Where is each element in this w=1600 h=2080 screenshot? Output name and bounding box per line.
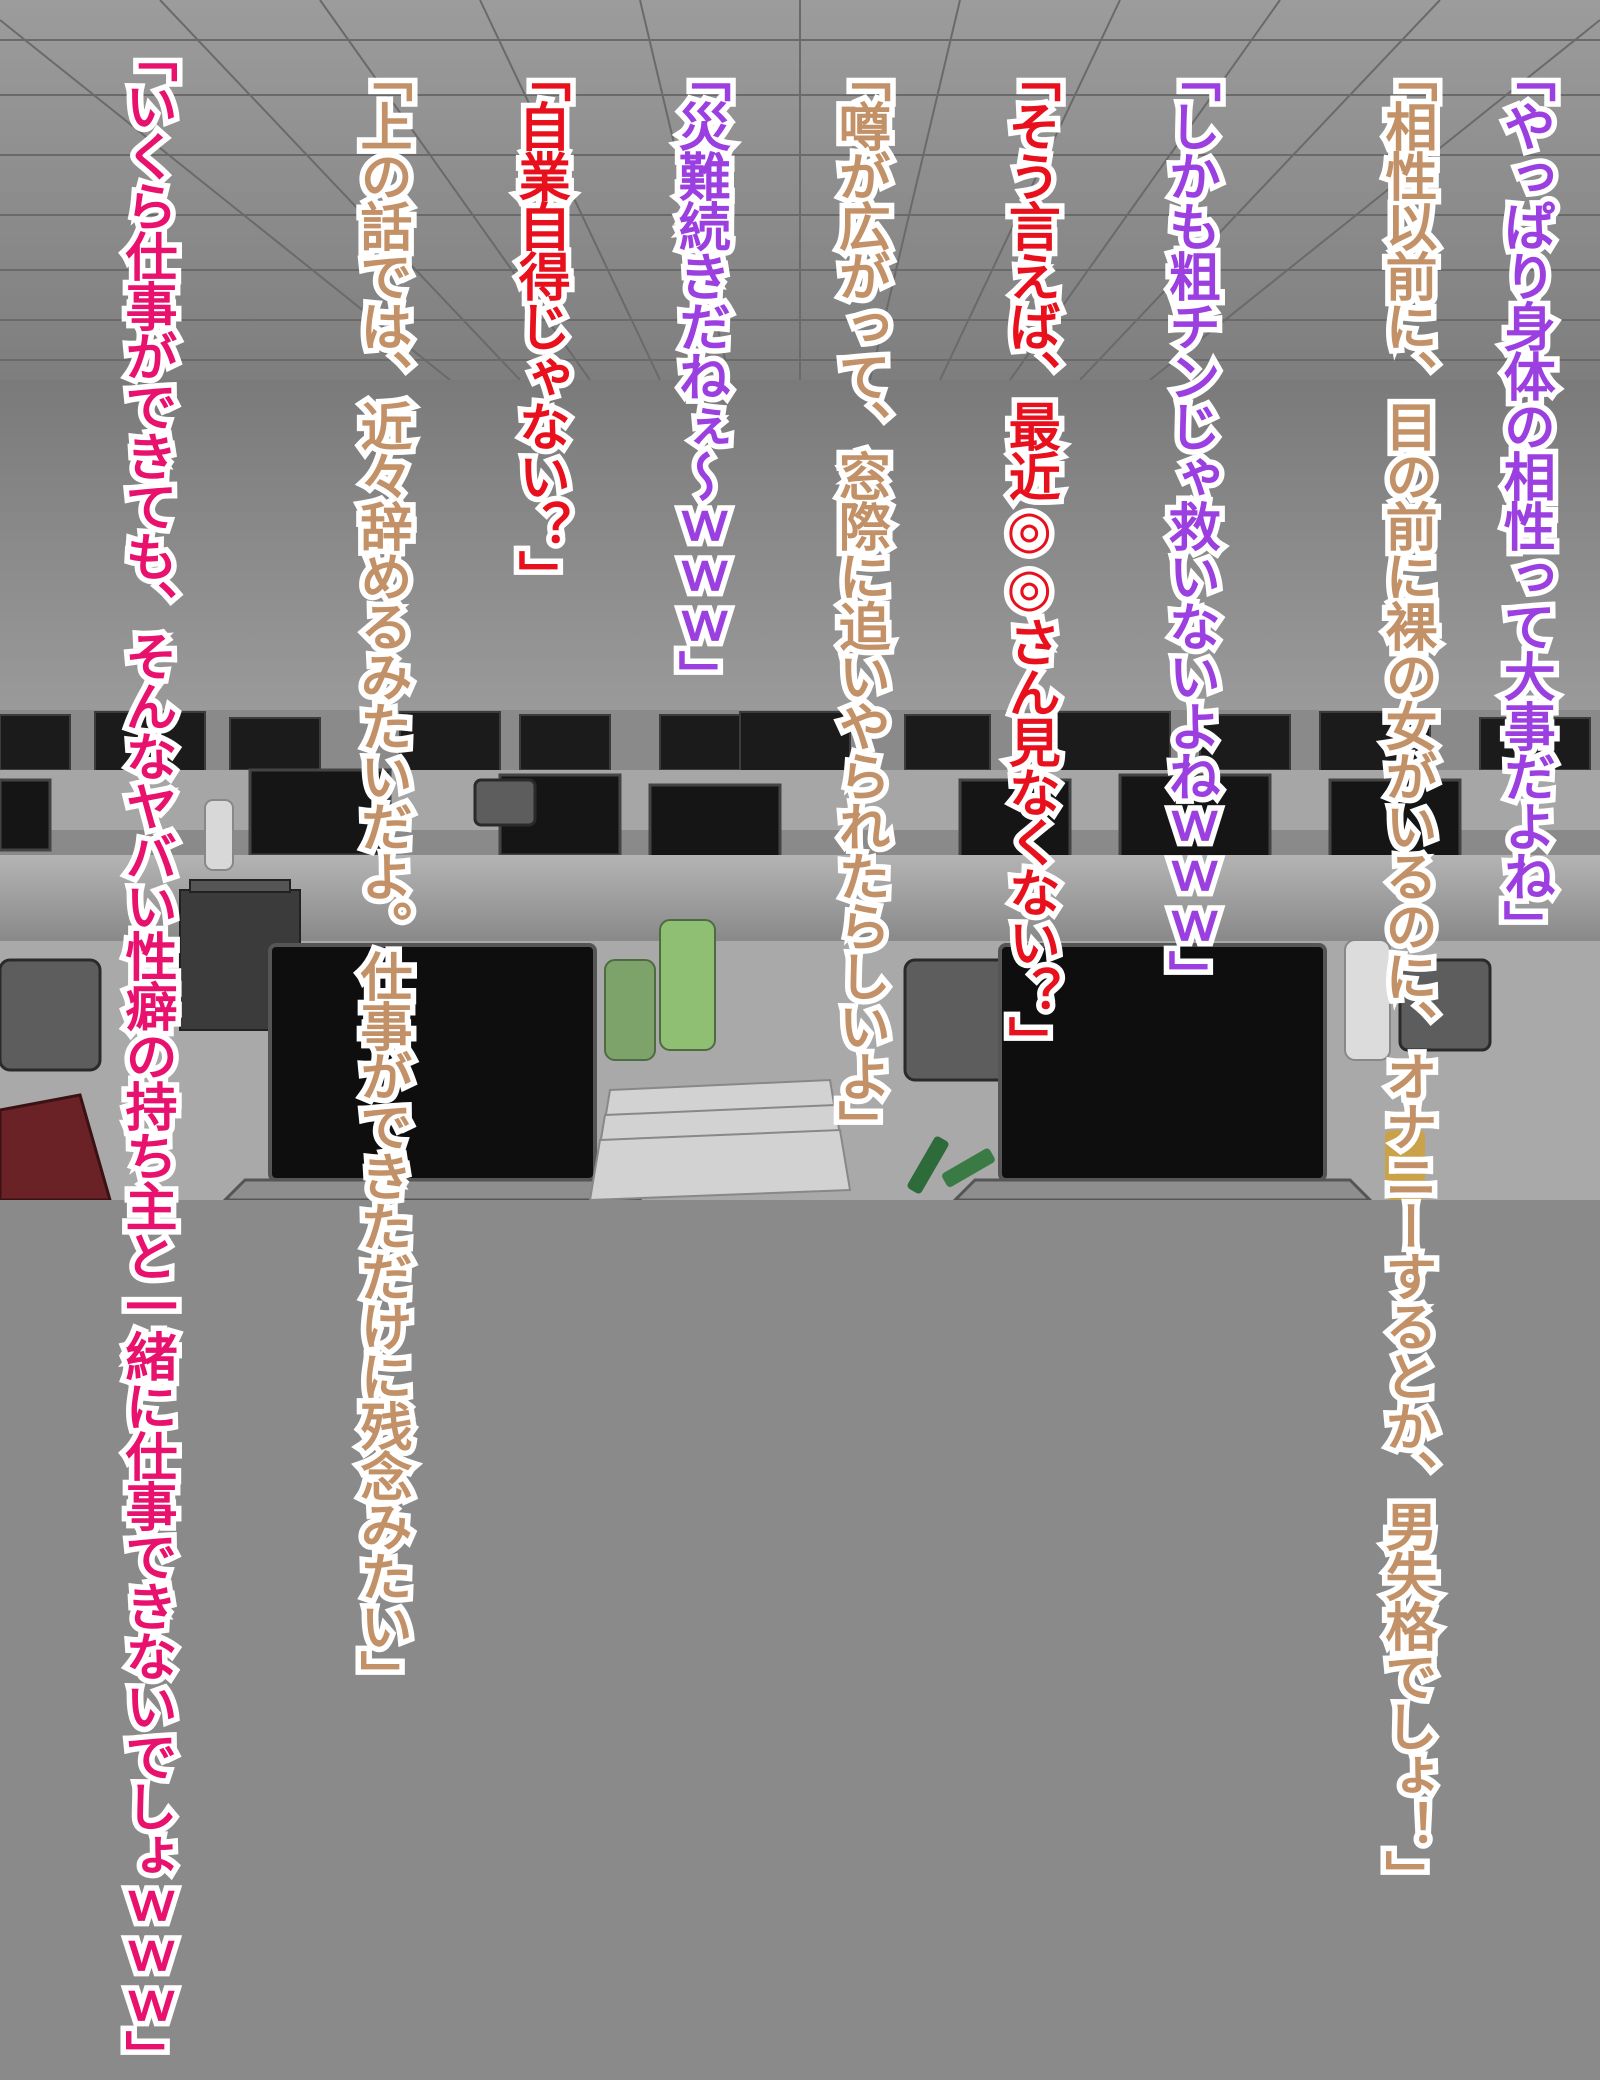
back-wall bbox=[0, 380, 1600, 710]
far-monitors bbox=[0, 711, 1591, 773]
markers bbox=[907, 1130, 1425, 1200]
speech-bubble-9: 「いくら仕事ができても、そんなヤバい性癖の持ち主と一緒に仕事できないでしょｗｗｗ… bbox=[111, 25, 182, 2080]
folder bbox=[0, 1093, 112, 1200]
speech-bubble-6: 「災難続きだねぇ～ｗｗｗ」 bbox=[664, 45, 735, 706]
speech-bubble-4: 「そう言えば、最近◎◎さん見なくない？」 bbox=[994, 45, 1065, 1072]
speech-bubble-2: 「相性以前に、目の前に裸の女がいるのに、オナニーするとか、男失格でしょ！」 bbox=[1305, 45, 1442, 1906]
laptop-left bbox=[222, 943, 643, 1200]
desk-phones bbox=[0, 778, 1492, 1082]
speech-bubble-5: 「噂が広がって、窓際に追いやられたらしいよ」 bbox=[824, 45, 895, 1156]
laptop-right bbox=[952, 943, 1373, 1200]
speech-bubble-1: 「やっぱり身体の相性って大事だよね」 bbox=[1489, 45, 1560, 956]
office-background bbox=[0, 0, 1600, 1200]
bottles bbox=[204, 799, 1391, 1061]
ceiling-grid bbox=[0, 0, 1600, 381]
paper-stack bbox=[588, 1078, 852, 1200]
speech-bubble-7: 「自業自得じゃない？」 bbox=[504, 45, 575, 606]
speech-bubble-8: 「上の話では、近々辞めるみたいだよ。仕事ができただけに残念みたい」 bbox=[346, 45, 417, 1706]
speech-bubble-3: 「しかも粗チンじゃ救いないよねｗｗｗ」 bbox=[1154, 45, 1225, 1006]
